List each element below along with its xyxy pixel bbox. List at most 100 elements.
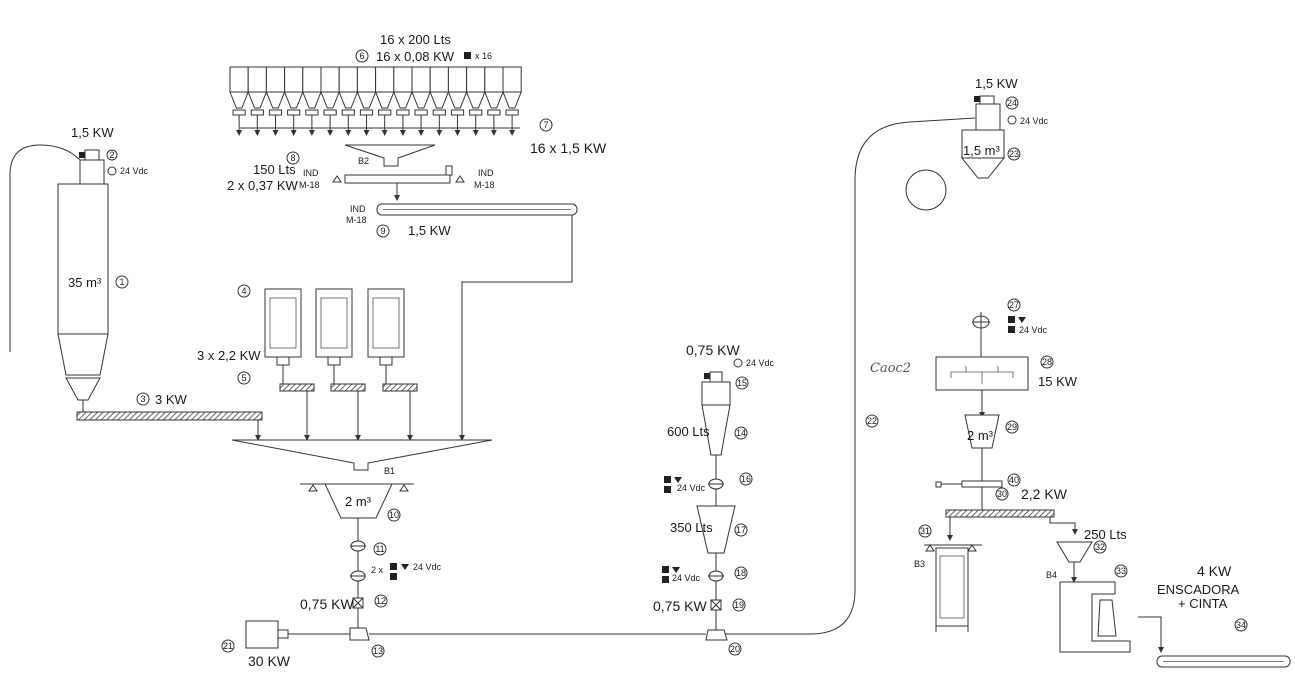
sensor-icon xyxy=(1007,115,1017,125)
tag-9: 9 xyxy=(380,226,385,236)
hopper-unit xyxy=(447,66,468,136)
tag-29: 29 xyxy=(1007,422,1017,432)
conveyor9-ind-2: M-18 xyxy=(346,215,367,225)
screw-3-body xyxy=(76,411,263,421)
silo-motor xyxy=(79,159,105,185)
hopper-unit xyxy=(338,66,359,136)
motor-block-icon xyxy=(464,52,471,59)
sifter-power: 15 KW xyxy=(1038,374,1078,389)
tag-6-circle xyxy=(355,49,369,63)
hopper-unit xyxy=(374,66,395,136)
bag-33 xyxy=(1097,599,1117,637)
tag-2: 2 xyxy=(109,150,114,160)
b2-motor xyxy=(445,165,453,176)
valve12-sensor: 24 Vdc xyxy=(413,562,442,572)
tag-3: 3 xyxy=(140,394,145,404)
silo-discharge xyxy=(65,377,101,401)
conveyor9-ind-1: IND xyxy=(350,204,366,214)
tag-20-circle xyxy=(728,642,742,656)
tag-3-circle xyxy=(136,392,150,406)
hopper-unit xyxy=(484,66,504,136)
tag-19-circle xyxy=(732,598,746,612)
tag-16: 16 xyxy=(741,474,751,484)
tag-2-circle xyxy=(106,149,118,161)
b2-power: 2 x 0,37 KW xyxy=(227,178,299,193)
hopper-unit xyxy=(229,66,249,136)
hopper-unit xyxy=(429,66,450,136)
tank-17 xyxy=(696,505,736,554)
middle-column: 0,75 KW 24 Vdc 15 600 Lts 14 24 Vdc 16 3… xyxy=(653,342,775,656)
compressor-outlet xyxy=(277,629,289,639)
hopper-unit xyxy=(320,66,340,136)
hoppers-line2: 16 x 0,08 KW xyxy=(376,49,455,64)
tag-15: 15 xyxy=(737,378,747,388)
tag-13-circle xyxy=(371,644,385,658)
valve12-note: 2 x xyxy=(371,565,384,575)
tag-34-circle xyxy=(1234,618,1248,632)
b2-name: B2 xyxy=(358,156,369,166)
valve16-sensor: 24 Vdc xyxy=(677,483,706,493)
tag-14-circle xyxy=(734,426,748,440)
cyclone-23: 1,5 KW 24 24 Vdc 1,5 m³ 23 xyxy=(905,76,1049,211)
tag-20: 20 xyxy=(730,644,740,654)
silo-power: 1,5 KW xyxy=(71,125,114,140)
b4-name: B4 xyxy=(1046,570,1057,580)
tag-24: 24 xyxy=(1007,98,1017,108)
tag-10-circle xyxy=(387,508,401,522)
tag-15-circle xyxy=(735,376,749,390)
tag-18-circle xyxy=(734,566,748,580)
hopper-unit xyxy=(356,66,377,136)
tag-5: 5 xyxy=(241,373,246,383)
mixer-inlet-funnel xyxy=(231,439,493,471)
tank17-volume: 350 Lts xyxy=(670,520,713,535)
b3-name: B3 xyxy=(914,559,925,569)
hopper29-volume: 2 m³ xyxy=(967,428,994,443)
gate-actuator xyxy=(935,481,942,488)
conveyor9-power: 1,5 KW xyxy=(408,223,451,238)
tag-19: 19 xyxy=(734,600,744,610)
handwritten-note: Caoc2 xyxy=(870,361,911,376)
hopper32-volume: 250 Lts xyxy=(1084,527,1127,542)
motor-24-top xyxy=(979,95,995,105)
b2-volume: 150 Lts xyxy=(253,162,296,177)
tag-4-circle xyxy=(237,284,251,298)
actuator-icon xyxy=(664,486,671,493)
cyclone-cone xyxy=(960,157,1006,179)
b1-name: B1 xyxy=(384,466,395,476)
motor24-power: 1,5 KW xyxy=(975,76,1018,91)
conveyor-9: IND M-18 9 1,5 KW xyxy=(346,203,578,441)
tag-13: 13 xyxy=(373,646,383,656)
tag-32: 32 xyxy=(1095,542,1105,552)
tag-12-circle xyxy=(374,594,388,608)
hoppers-multiplier: x 16 xyxy=(475,51,492,61)
screw30-power: 2,2 KW xyxy=(1021,486,1068,502)
load-cell-b1-right xyxy=(399,484,409,492)
screw-conveyor-3: 3 3 KW xyxy=(76,392,263,441)
tag-30: 30 xyxy=(997,489,1007,499)
collector-funnel xyxy=(344,144,436,167)
tag-21-circle xyxy=(221,639,235,653)
tag-31: 31 xyxy=(920,526,930,536)
tag-11-circle xyxy=(373,542,387,556)
load-cell-b3 xyxy=(925,544,935,552)
silo-cone xyxy=(57,333,109,376)
hopper-units xyxy=(229,66,522,136)
mixer-body xyxy=(324,483,393,519)
load-cell-b1-left xyxy=(308,484,318,492)
tag-17-circle xyxy=(734,523,748,537)
motor24-sensor: 24 Vdc xyxy=(1020,116,1049,126)
right-processing: 27 24 Vdc Caoc2 28 15 KW 2 m³ 29 40 30 2… xyxy=(870,298,1291,668)
sensor-icon xyxy=(107,166,117,176)
tag-9-circle xyxy=(376,224,390,238)
tank14-volume: 600 Lts xyxy=(667,424,710,439)
bagger34-line2: + CINTA xyxy=(1178,596,1228,611)
motor-block-icon xyxy=(704,373,710,379)
silo-1: 1,5 KW 2 24 Vdc 35 m³ 1 xyxy=(9,125,149,401)
tag-24-circle xyxy=(1005,96,1019,110)
tag-7: 7 xyxy=(543,120,548,130)
silo-volume: 35 m³ xyxy=(68,275,102,290)
tag-29-circle xyxy=(1005,420,1019,434)
pump-13: 13 21 30 KW xyxy=(221,620,385,669)
bag-31 xyxy=(935,547,969,627)
valve18-sensor: 24 Vdc xyxy=(672,573,701,583)
